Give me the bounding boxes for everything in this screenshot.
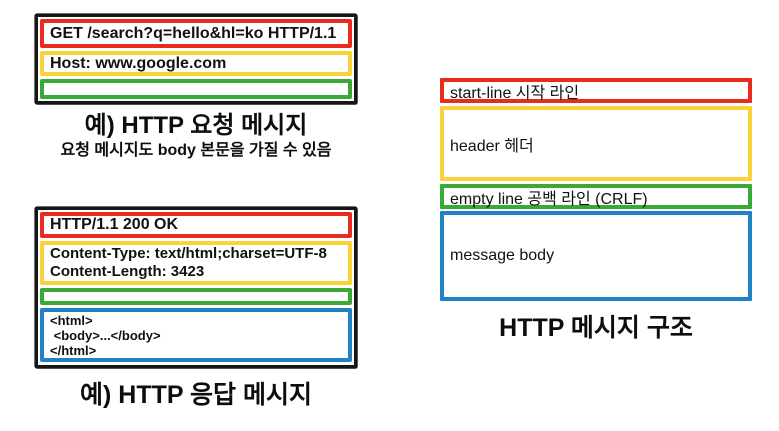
response-header-line-2: Content-Length: 3423 (50, 263, 205, 280)
response-header-line-1: Content-Type: text/html;charset=UTF-8 (50, 245, 327, 262)
structure-start-line-row: start-line 시작 라인 (440, 78, 752, 103)
response-body-line-3: </html> (50, 342, 97, 358)
structure-start-line-label: start-line 시작 라인 (450, 84, 580, 102)
request-example-caption: 예) HTTP 요청 메시지 (84, 112, 308, 139)
response-example-caption: 예) HTTP 응답 메시지 (80, 381, 312, 409)
response-body-row: <html> <body>...</body> </html> (40, 308, 352, 362)
http-response-example-box: HTTP/1.1 200 OK Content-Type: text/html;… (35, 207, 357, 368)
request-empty-line-row (40, 79, 352, 99)
response-start-line-text: HTTP/1.1 200 OK (50, 216, 179, 233)
response-body-line-2: <body>...</body> (50, 327, 161, 343)
request-example-subcaption: 요청 메시지도 body 본문을 가질 수 있음 (60, 142, 332, 159)
response-header-row: Content-Type: text/html;charset=UTF-8 Co… (40, 241, 352, 285)
structure-message-body-row: message body (440, 211, 752, 301)
http-request-example-box: GET /search?q=hello&hl=ko HTTP/1.1 Host:… (35, 14, 357, 104)
response-body-line-1: <html> (50, 312, 93, 328)
http-message-structure-diagram: start-line 시작 라인 header 헤더 empty line 공백… (440, 78, 752, 301)
request-start-line-row: GET /search?q=hello&hl=ko HTTP/1.1 (40, 19, 352, 48)
structure-empty-line-row: empty line 공백 라인 (CRLF) (440, 184, 752, 209)
structure-empty-line-label: empty line 공백 라인 (CRLF) (450, 190, 648, 208)
structure-message-body-label: message body (450, 247, 555, 264)
structure-caption: HTTP 메시지 구조 (499, 314, 693, 342)
structure-header-row: header 헤더 (440, 106, 752, 181)
request-start-line-text: GET /search?q=hello&hl=ko HTTP/1.1 (50, 24, 337, 42)
structure-header-label: header 헤더 (450, 137, 534, 155)
response-start-line-row: HTTP/1.1 200 OK (40, 212, 352, 238)
request-header-row: Host: www.google.com (40, 51, 352, 76)
request-header-text: Host: www.google.com (50, 54, 227, 72)
response-empty-line-row (40, 288, 352, 305)
